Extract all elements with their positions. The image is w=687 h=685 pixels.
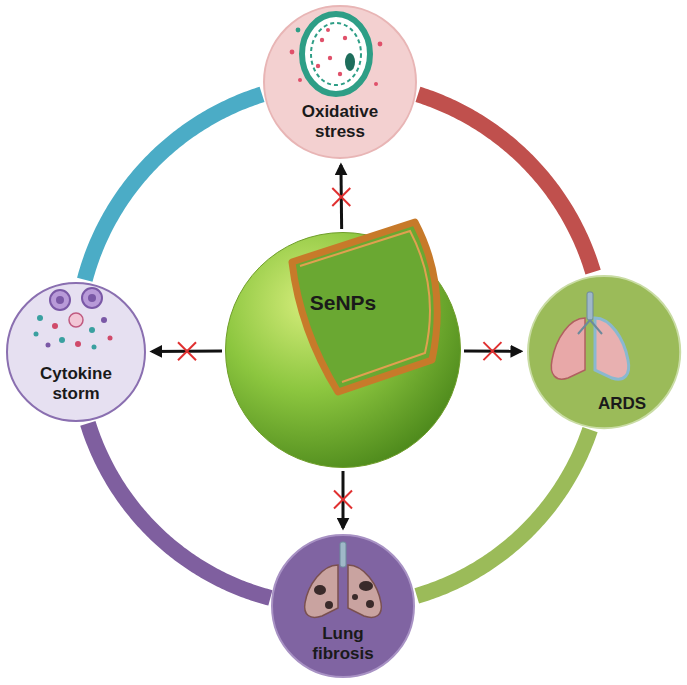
node-label: Oxidative stress: [290, 102, 390, 142]
block-cross: [332, 188, 350, 206]
block-cross: [483, 342, 501, 360]
node-label: SeNPs: [310, 290, 377, 315]
node-label: Cytokine storm: [26, 364, 126, 404]
ring-arc: [417, 430, 590, 596]
nanoparticle-sphere: SeNPs: [225, 232, 461, 468]
fibrosis-circle: Lung fibrosis: [271, 534, 415, 678]
circle-fill: [226, 233, 461, 468]
ring-arc: [418, 94, 593, 272]
fibrotic-lungs-icon: [305, 542, 382, 617]
ring-arc: [85, 94, 262, 279]
cytokine-circle: Cytokine storm: [6, 282, 146, 422]
cross-stroke: [178, 342, 196, 360]
circle-fill: [528, 276, 680, 428]
circle-outline: [225, 232, 461, 468]
block-cross: [334, 491, 352, 509]
node-label: Lung fibrosis: [293, 624, 393, 664]
ring-arc: [88, 423, 271, 598]
sphere-cutaway: [292, 222, 437, 392]
node-label: ARDS: [598, 394, 646, 414]
cross-stroke: [483, 342, 501, 360]
ards-circle: ARDS: [527, 275, 681, 429]
circle-fill: [272, 535, 414, 677]
cytokine-icon: [34, 288, 113, 350]
block-cross: [178, 342, 196, 360]
cell-icon: [290, 14, 383, 94]
circle-fill: [264, 6, 416, 158]
cross-stroke: [332, 188, 350, 206]
circle-fill: [7, 283, 145, 421]
cross-stroke: [334, 491, 352, 509]
lungs-icon: [551, 292, 628, 379]
stress-circle: Oxidative stress: [263, 5, 417, 159]
